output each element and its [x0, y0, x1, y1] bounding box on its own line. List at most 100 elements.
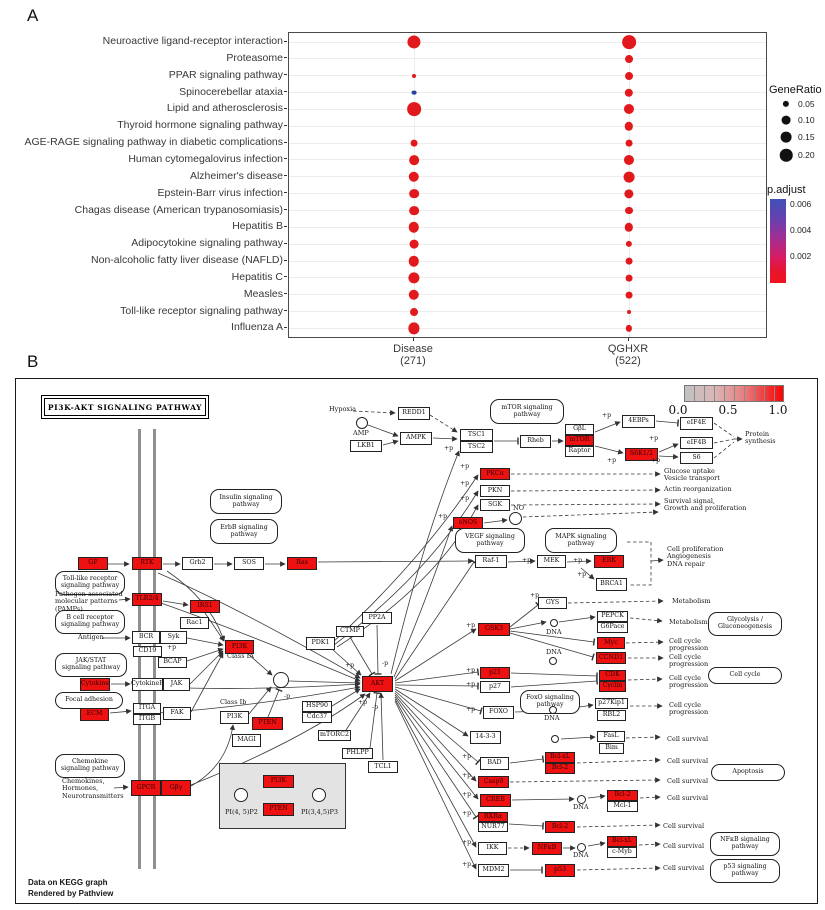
gene-node-sos: SOS	[234, 557, 264, 570]
bubble-qghxr-522-10	[625, 206, 633, 215]
grid-line-horizontal	[289, 311, 766, 313]
gene-node-bcl-2: Bcl-2	[545, 821, 575, 833]
gene-node-bcl-2: Bcl-2	[607, 790, 638, 801]
pathway-text-line: DNA	[546, 628, 562, 636]
pathway-text-line: DNA	[573, 851, 589, 859]
compound-circle	[549, 706, 557, 714]
edge	[629, 617, 663, 624]
pathway-ref-line: JAK/STAT	[75, 657, 107, 665]
edge	[510, 487, 661, 493]
pathway-ref-line: B cell receptor	[66, 614, 114, 622]
pathway-text-line: Actin reorganization	[664, 485, 732, 493]
pathway-text-dna: DNA	[546, 628, 562, 636]
pathway-ref-line: VEGF signaling	[465, 532, 515, 540]
bubble-qghxr-522-2	[625, 71, 633, 80]
grid-line-horizontal	[289, 193, 766, 195]
edge	[367, 424, 399, 437]
gene-node-ecm: ECM	[80, 708, 109, 721]
phospho-label: -p	[372, 704, 379, 711]
gene-node-akt: AKT	[362, 676, 393, 692]
bubble-plot-area	[288, 32, 767, 338]
gene-node-grb2: Grb2	[182, 557, 213, 570]
edge	[510, 672, 598, 680]
edge	[509, 755, 545, 764]
grid-line-horizontal	[289, 58, 766, 60]
edge	[567, 598, 664, 604]
gene-node-rxr: RXRα	[478, 812, 508, 822]
axis-tick-y	[284, 91, 287, 93]
pathway-label-ppar-signaling-pathway: PPAR signaling pathway	[168, 68, 283, 81]
gene-node-s6k1-2: S6K1/2	[625, 448, 658, 461]
pathway-label-human-cytomegalovirus-infection: Human cytomegalovirus infection	[128, 152, 283, 165]
gene-node-creb: CREB	[480, 794, 511, 807]
pathway-text-data-on-kegg-graph: Data on KEGG graph	[28, 878, 108, 888]
edge	[394, 682, 479, 690]
gene-node-redd1: REDD1	[398, 407, 430, 420]
pathway-text-line: Data on KEGG graph	[28, 878, 108, 887]
compound-circle	[356, 417, 368, 429]
bubble-qghxr-522-0	[622, 35, 636, 49]
pathway-ref-line: pathway	[232, 500, 260, 508]
pathway-text-dna: DNA	[573, 803, 589, 811]
bubble-qghxr-522-4	[623, 104, 635, 115]
gene-node-rtk: RTK	[132, 557, 162, 570]
pathway-label-toll-like-receptor-signaling-pathway: Toll-like receptor signaling pathway	[120, 304, 283, 317]
phospho-label: +p	[466, 622, 476, 629]
pathway-ref-line: Glycolysis /	[726, 616, 764, 624]
gene-node-p27: p27	[480, 681, 510, 693]
gene-node-hsp90: HSP90	[302, 701, 332, 712]
gene-node-tsc1: TSC1	[460, 429, 493, 441]
edge	[189, 650, 224, 685]
bubble-qghxr-522-7	[623, 154, 635, 165]
edge	[432, 435, 458, 442]
pathway-text-line: DNA	[544, 714, 560, 722]
axis-tick-y	[284, 124, 287, 126]
edge	[190, 693, 366, 786]
pathway-text-line: AMP	[353, 429, 369, 437]
phospho-label: +p	[651, 457, 661, 464]
gene-node-brca1: BRCA1	[596, 578, 627, 591]
edge	[331, 648, 362, 676]
edge	[508, 822, 544, 830]
grid-line-horizontal	[289, 142, 766, 144]
gene-node-pi3k: PI3K	[220, 711, 249, 724]
edge	[510, 501, 661, 507]
phospho-label: +p	[466, 681, 476, 688]
pathway-ref-apoptosis: Apoptosis	[711, 764, 785, 781]
edge	[509, 601, 541, 628]
edge	[560, 734, 596, 741]
edge	[394, 700, 477, 870]
edge	[113, 784, 129, 791]
edge	[331, 688, 361, 707]
phospho-label: +p	[602, 412, 612, 419]
edge	[186, 637, 224, 647]
gene-node-myc: Myc	[597, 637, 625, 649]
p-adjust-colorbar	[770, 199, 786, 283]
gene-node-tlr2-4: TLR2/4	[132, 593, 162, 606]
gene-node-mtor: mTOR	[565, 435, 594, 446]
pathway-ref-line: p53 signaling	[723, 863, 767, 871]
edge	[658, 443, 679, 453]
axis-tick-y	[284, 259, 287, 261]
pathway-ref-line: pathway	[731, 843, 759, 850]
pathway-text-line: Cell proliferation	[667, 545, 724, 553]
gene-node-pp2a: PP2A	[362, 612, 392, 624]
gene-node-eif4e: eIF4E	[680, 417, 713, 430]
pathway-ref-line: MAPK signaling	[555, 532, 607, 540]
gene-node-cytokine: Cytokine	[80, 678, 110, 691]
gene-node-p21: p21	[480, 667, 510, 679]
pathway-text-line: Class Ib	[220, 698, 247, 706]
pathway-text-class-ib: Class Ib	[220, 698, 247, 706]
grid-line-vertical	[414, 33, 415, 337]
gene-node-gpcr: GPCR	[131, 780, 161, 796]
edge	[394, 668, 480, 684]
pathway-label-proteasome: Proteasome	[226, 51, 283, 64]
pathway-text-line: Angiogenesis	[667, 552, 711, 561]
pathway-text-line: Cell cycle	[669, 637, 701, 645]
pathway-text-line: PI(3,4,5)P3	[301, 808, 339, 816]
pathway-ref-line: signaling pathway	[60, 765, 120, 772]
axis-tick-y	[284, 209, 287, 210]
pathway-ref-line: signaling pathway	[60, 621, 120, 628]
